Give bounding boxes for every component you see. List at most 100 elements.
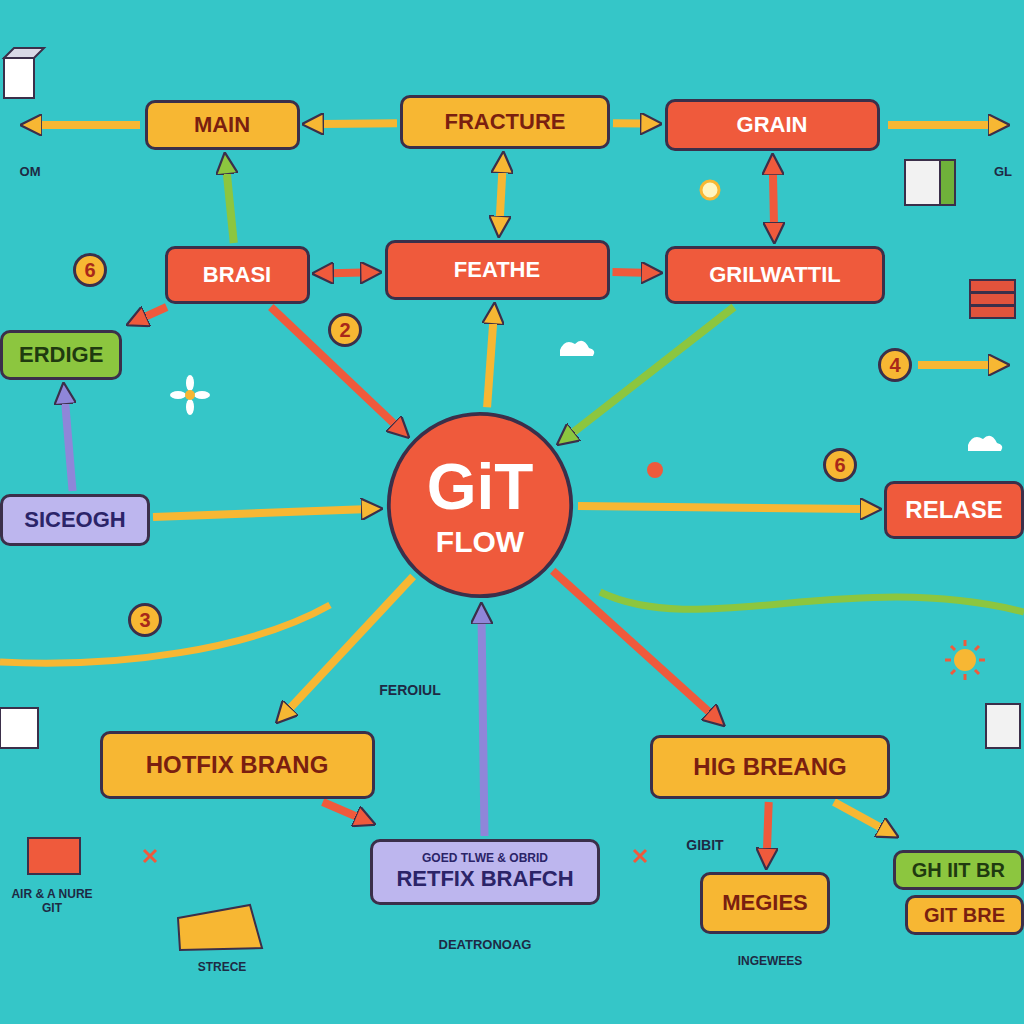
- flow-arrow-line: [482, 622, 485, 836]
- flow-arrow-line: [500, 171, 503, 218]
- node-text: RELASE: [905, 496, 1002, 524]
- cube-icon: [940, 160, 955, 205]
- branch-box: MEGIES: [700, 872, 830, 934]
- flow-arrow: [500, 171, 503, 218]
- flow-arrow: [572, 307, 734, 433]
- flow-arrow-line: [65, 402, 72, 491]
- node-text: HIG BREANG: [693, 753, 846, 781]
- flow-arrow-line: [613, 268, 644, 277]
- note-label: GIBIT: [686, 837, 723, 853]
- flow-arrow: [767, 802, 769, 850]
- branch-box: HOTFIX BRANG: [100, 731, 375, 799]
- cross-mark: [634, 850, 646, 862]
- branch-box: BRASI: [165, 246, 310, 304]
- flow-arrow: [482, 622, 485, 836]
- loose-wire: [600, 592, 1024, 612]
- branch-box: MAIN: [145, 100, 300, 150]
- node-text: GRILWATTIL: [709, 262, 841, 287]
- flow-arrow: [487, 322, 493, 407]
- loose-wire: [0, 605, 330, 663]
- flow-arrow: [613, 123, 643, 124]
- flow-arrow-line: [834, 802, 882, 828]
- branch-box: GOED TLWE & OBRIDRETFIX BRAFCH: [370, 839, 600, 905]
- petal: [170, 391, 186, 399]
- loose-arrow: [40, 121, 140, 129]
- flow-arrow-line: [322, 119, 398, 128]
- flow-arrow-line: [144, 307, 166, 317]
- node-text: SICEOGH: [24, 507, 125, 532]
- petal: [186, 399, 194, 415]
- flow-arrow: [323, 802, 358, 817]
- cube-icon: [4, 48, 44, 58]
- petal: [194, 391, 210, 399]
- node-text: FLOW: [436, 525, 524, 560]
- flow-arrow: [144, 307, 166, 317]
- note-label: INGEWEES: [738, 955, 803, 969]
- node-text: MEGIES: [722, 890, 808, 915]
- flow-arrow-line: [153, 509, 363, 517]
- stack-icon: [970, 306, 1015, 318]
- flow-arrow: [553, 571, 711, 713]
- node-text: ERDIGE: [19, 342, 103, 367]
- node-text: GIT BRE: [924, 904, 1005, 927]
- flow-arrow: [773, 173, 774, 224]
- callout-number: 2: [328, 313, 362, 347]
- flow-arrow-line: [773, 173, 774, 224]
- note-label: FEROIUL: [379, 682, 440, 698]
- branch-box: SICEOGH: [0, 494, 150, 546]
- sun-disc: [954, 649, 976, 671]
- flow-arrow: [613, 272, 644, 274]
- branch-box: GRAIN: [665, 99, 880, 151]
- callout-number: 3: [128, 603, 162, 637]
- flow-arrow: [227, 172, 234, 243]
- note-label: AIR & A NURE GIT: [7, 888, 97, 916]
- petal: [186, 375, 194, 391]
- branch-box: FRACTURE: [400, 95, 610, 149]
- flow-arrow: [153, 509, 363, 517]
- note-label: OM: [20, 165, 41, 180]
- branch-box: ERDIGE: [0, 330, 122, 380]
- cloud-icon: [968, 436, 1002, 451]
- callout-number: 4: [878, 348, 912, 382]
- loose-arrow: [888, 121, 990, 129]
- node-text: GRAIN: [737, 112, 808, 137]
- cube-icon: [986, 704, 1020, 748]
- flow-arrow: [578, 506, 862, 509]
- node-text: FEATHE: [454, 257, 540, 282]
- branch-box: FEATHE: [385, 240, 610, 300]
- flow-arrow-line: [553, 571, 711, 713]
- callout-number: 6: [73, 253, 107, 287]
- flow-arrow-line: [572, 307, 734, 433]
- node-text: GOED TLWE & OBRID: [422, 852, 548, 866]
- cloud-icon: [560, 341, 594, 356]
- flow-arrow-line: [613, 119, 643, 127]
- flower-icon: [170, 375, 210, 415]
- flow-arrow-line: [487, 322, 493, 407]
- branch-box: GH IIT BR: [893, 850, 1024, 890]
- flow-arrow-line: [578, 506, 862, 509]
- center-circle: GiTFLOW: [385, 410, 575, 600]
- book-icon: [28, 838, 80, 874]
- node-text: GiT: [427, 451, 534, 525]
- flower-center: [185, 390, 195, 400]
- flow-arrow-line: [271, 307, 395, 425]
- flow-arrow-line: [227, 172, 234, 243]
- note-label: GL: [994, 165, 1012, 180]
- stack-icon: [970, 293, 1015, 305]
- note-label: STRECE: [198, 961, 247, 975]
- dot-icon: [701, 181, 719, 199]
- flow-arrow: [322, 123, 398, 125]
- node-text: GH IIT BR: [912, 859, 1005, 882]
- node-text: RETFIX BRAFCH: [396, 866, 573, 891]
- flower-icon: [647, 462, 663, 478]
- loose-arrow: [918, 361, 990, 369]
- branch-box: GIT BRE: [905, 895, 1024, 935]
- branch-box: HIG BREANG: [650, 735, 890, 799]
- note-label: DEATRONOAG: [439, 938, 532, 953]
- flow-arrow-line: [332, 269, 363, 278]
- cross-mark: [144, 850, 156, 862]
- node-text: BRASI: [203, 262, 271, 287]
- node-text: MAIN: [194, 112, 250, 137]
- flow-arrow: [271, 307, 395, 425]
